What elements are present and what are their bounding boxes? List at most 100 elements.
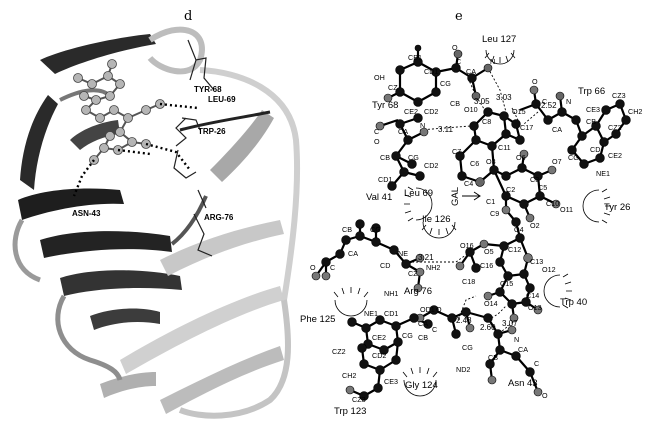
atom-label: O3 xyxy=(486,157,496,166)
distance-label: 3.07 xyxy=(502,319,518,328)
atom-label: C12 xyxy=(508,245,521,254)
residue-name-asn43: Asn 43 xyxy=(508,378,538,389)
panel-e: e Leu 127 Val 41 Ile 126 Tyr 26 Trp 40 P… xyxy=(300,9,642,417)
atom-label: CH2 xyxy=(628,107,642,116)
residue-name-tyr68: Tyr 68 xyxy=(372,100,398,111)
hydrophobic-residue-tyr26: Tyr 26 xyxy=(604,202,630,213)
beta-strand xyxy=(90,308,160,330)
hydrophobic-residue-ile126: Ile 126 xyxy=(422,214,451,225)
atom-label: C9 xyxy=(490,209,499,218)
beta-strand xyxy=(100,372,156,398)
atom-label: CG xyxy=(568,153,579,162)
residue-label-trp26: TRP-26 xyxy=(198,127,226,136)
atom-label: CA xyxy=(466,67,476,76)
ligand-tag: GAL xyxy=(450,187,461,206)
atom-label: NE xyxy=(398,249,408,258)
atom-label: O10 xyxy=(464,105,478,114)
atom-label: N xyxy=(566,97,571,106)
residue-label-arg76: ARG-76 xyxy=(204,213,234,222)
distance-label: 3.05 xyxy=(474,97,490,106)
atom-label: C17 xyxy=(520,123,533,132)
beta-strand xyxy=(210,110,274,182)
atom-label: CD xyxy=(380,261,390,270)
atom-label: C16 xyxy=(480,261,493,270)
residue-label-asn43: ASN-43 xyxy=(72,209,101,218)
atom-label: CB xyxy=(450,99,460,108)
atom-label: O16 xyxy=(460,241,474,250)
atom-label: O xyxy=(532,77,538,86)
atom-label: OH xyxy=(374,73,385,82)
atom-label: CZ xyxy=(408,269,418,278)
hydrophobic-residue-trp40: Trp 40 xyxy=(560,297,587,308)
atom-label: C xyxy=(330,263,335,272)
beta-strand xyxy=(20,95,58,190)
atom-label: C xyxy=(432,325,437,334)
residue-label-leu69: LEU-69 xyxy=(208,95,236,104)
beta-strand xyxy=(40,231,172,258)
coil-loop xyxy=(199,67,301,301)
coil-loop xyxy=(147,26,205,75)
atom-label: C14 xyxy=(526,291,539,300)
atom-label: C xyxy=(542,97,547,106)
atom-label: C4 xyxy=(464,179,473,188)
atom-label: CD1 xyxy=(424,67,438,76)
atom-label: CB xyxy=(342,225,352,234)
atom-label: CZ2 xyxy=(608,123,622,132)
atom-label: CD2 xyxy=(424,161,438,170)
atom-label: CB1 xyxy=(408,53,422,62)
residue-name-leu69: Leu 69 xyxy=(404,188,433,199)
atom-label: NE1 xyxy=(364,309,378,318)
atom-label: O xyxy=(542,391,548,400)
atom-label: CZ3 xyxy=(612,91,626,100)
distance-label: 2.48 xyxy=(456,316,472,325)
beta-strand xyxy=(70,120,120,150)
atom-label: CZ xyxy=(388,83,398,92)
atom-label: N xyxy=(514,335,519,344)
atom-label: CB xyxy=(418,333,428,342)
atom-label: CD2 xyxy=(372,351,386,360)
hbond-dots xyxy=(72,102,199,197)
beta-strand xyxy=(60,270,182,296)
distance-label: 2.60 xyxy=(480,323,496,332)
atom-label: N xyxy=(420,121,425,130)
atom-label: CB xyxy=(380,153,390,162)
beta-strand xyxy=(40,34,156,74)
atom-label: NH2 xyxy=(426,263,440,272)
atom-label: O6 xyxy=(516,153,526,162)
atom-label: CE2 xyxy=(372,333,386,342)
residue-name-arg76: Arg 76 xyxy=(404,286,432,297)
atom-label: C6 xyxy=(470,159,479,168)
beta-strand xyxy=(18,188,124,220)
atom-label: C18 xyxy=(462,277,475,286)
atom-label: C7 xyxy=(452,147,461,156)
coil-loop xyxy=(179,110,271,132)
atom-label: O7 xyxy=(552,157,562,166)
atom-label: ND2 xyxy=(456,365,470,374)
coil-loop xyxy=(170,195,208,246)
atom-label: O13 xyxy=(528,303,542,312)
atom-label: CB xyxy=(586,117,596,126)
atom-label: C10 xyxy=(546,199,559,208)
residue-name-trp66: Trp 66 xyxy=(578,86,605,97)
atom-label: CE2 xyxy=(608,151,622,160)
atom-label: CD1 xyxy=(378,175,392,184)
atom-nodes xyxy=(311,44,631,401)
beta-strand xyxy=(120,286,284,374)
hydrophobic-residue-leu127: Leu 127 xyxy=(482,34,516,45)
ligand-ball-and-stick xyxy=(73,59,165,165)
atom-label: CA xyxy=(398,127,408,136)
beta-strand xyxy=(160,220,284,276)
panel-e-letter: e xyxy=(455,9,463,24)
atom-label: CA xyxy=(518,345,528,354)
panel-d-letter: d xyxy=(184,9,192,24)
atom-label: O2 xyxy=(530,221,540,230)
atom-label: O xyxy=(310,263,316,272)
atom-label: CE3 xyxy=(384,377,398,386)
atom-label: CA xyxy=(418,319,428,328)
atom-label: C xyxy=(534,359,539,368)
atom-label: CG xyxy=(440,79,451,88)
atom-label: OD1 xyxy=(420,305,435,314)
atom-label: CA xyxy=(348,249,358,258)
atom-label: C13 xyxy=(530,257,543,266)
distance-label: 3.21 xyxy=(418,253,434,262)
